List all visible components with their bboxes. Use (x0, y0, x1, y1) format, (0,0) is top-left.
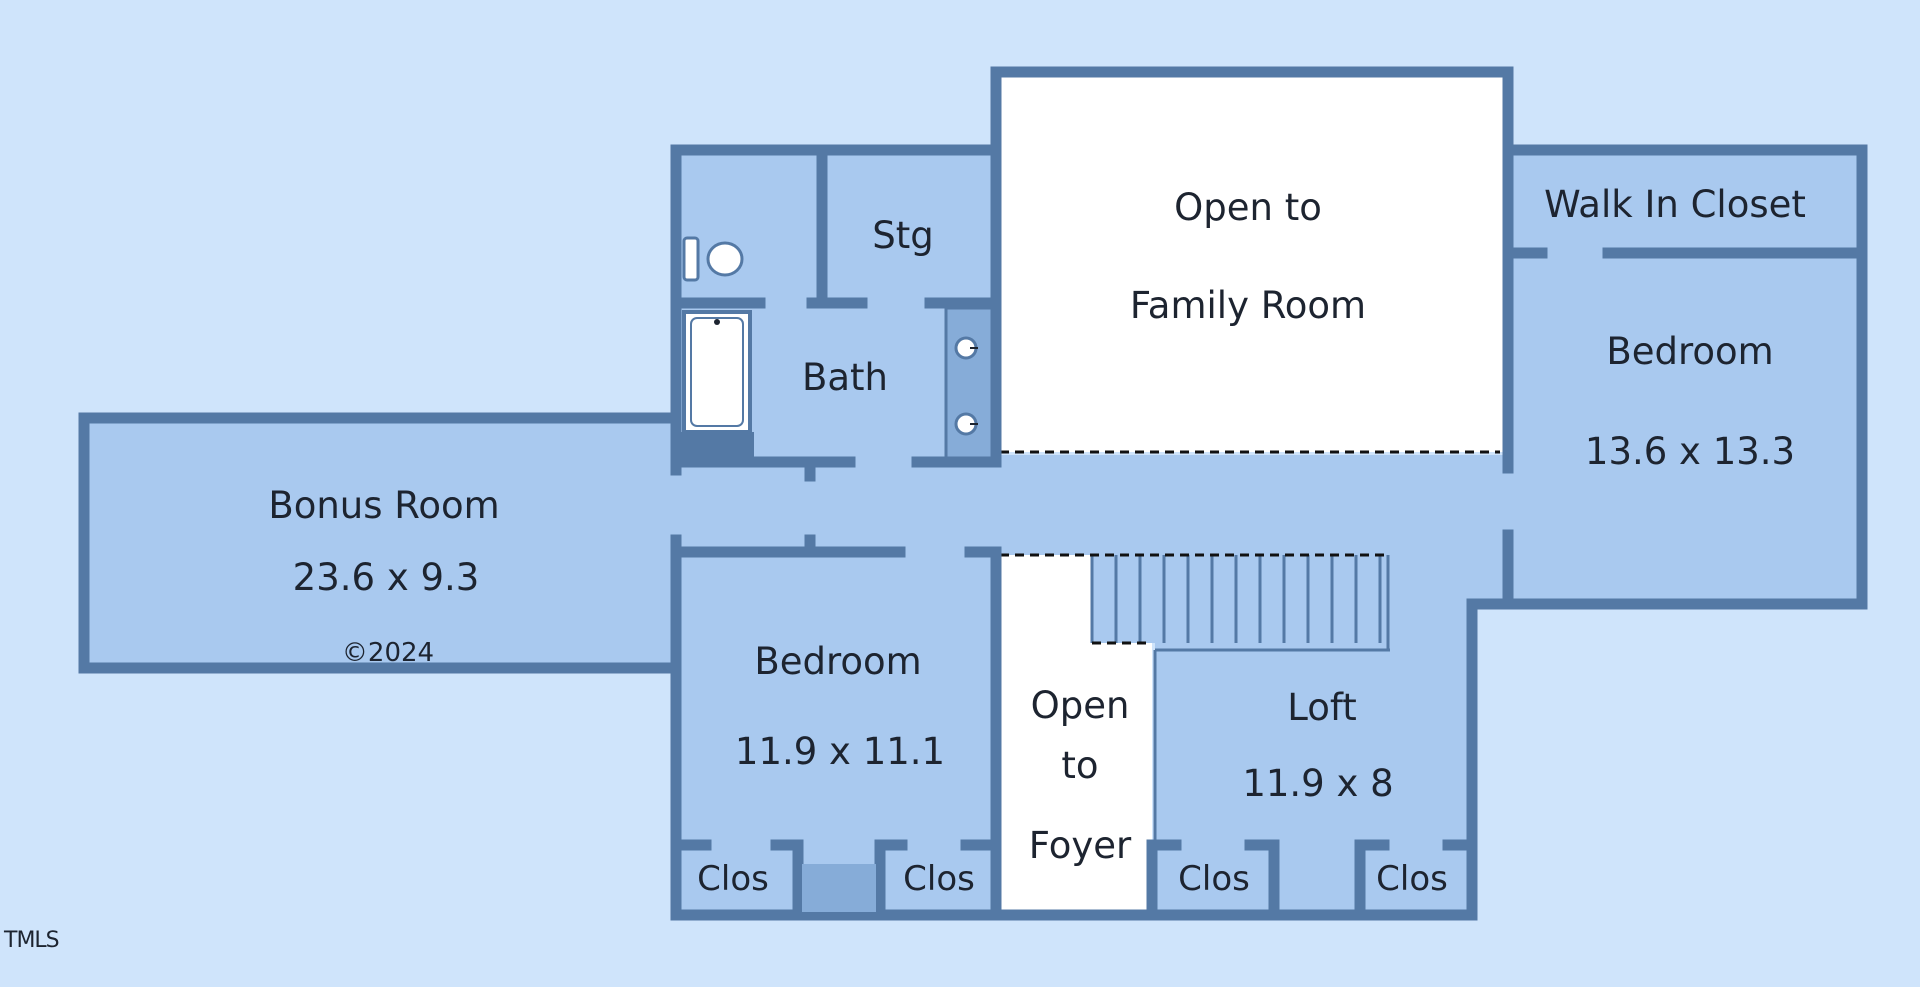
bedroom-left-size: 11.9 x 11.1 (735, 730, 945, 773)
closet-label-3: Clos (1178, 859, 1250, 899)
watermark-logo: TMLS (4, 928, 60, 953)
dashed-edges (1000, 450, 1500, 645)
hall-to-loft (1475, 550, 1505, 600)
bath-step (680, 432, 754, 458)
closet-label-4: Clos (1376, 859, 1448, 899)
walls (78, 66, 1868, 921)
loft-label: Loft (1287, 686, 1356, 729)
toilet-icon (682, 236, 744, 282)
closet-label-1: Clos (697, 859, 769, 899)
room-fills (84, 150, 1862, 915)
open-foyer-line2: to (1061, 744, 1098, 787)
bedroom-right-label: Bedroom (1606, 330, 1773, 373)
copyright-text: ©2024 (342, 638, 434, 668)
open-foyer-line1: Open (1031, 684, 1130, 727)
open-to-family-room (998, 76, 1503, 452)
bath-label: Bath (802, 356, 888, 399)
vanity-counter (944, 306, 994, 460)
bonus-room-label: Bonus Room (268, 484, 499, 527)
bonus-room-area (84, 418, 676, 668)
right-block (1506, 150, 1862, 604)
stairs-icon (1090, 555, 1390, 912)
open-family-line1: Open to (1174, 186, 1322, 229)
linen-panel (802, 864, 876, 912)
open-family-line2: Family Room (1130, 284, 1366, 327)
hallway-area (676, 455, 1506, 555)
closet-label-2: Clos (903, 859, 975, 899)
walk-in-closet-label: Walk In Closet (1544, 183, 1806, 226)
loft-size: 11.9 x 8 (1242, 762, 1393, 805)
bedroom-right-size: 13.6 x 13.3 (1585, 430, 1795, 473)
open-foyer-line3: Foyer (1029, 824, 1132, 867)
storage-label: Stg (872, 214, 933, 257)
bedroom-left-label: Bedroom (754, 640, 921, 683)
bonus-room-size: 23.6 x 9.3 (293, 556, 480, 599)
lower-left-block (676, 550, 992, 915)
bathtub-icon (682, 310, 752, 434)
open-areas (998, 76, 1503, 913)
